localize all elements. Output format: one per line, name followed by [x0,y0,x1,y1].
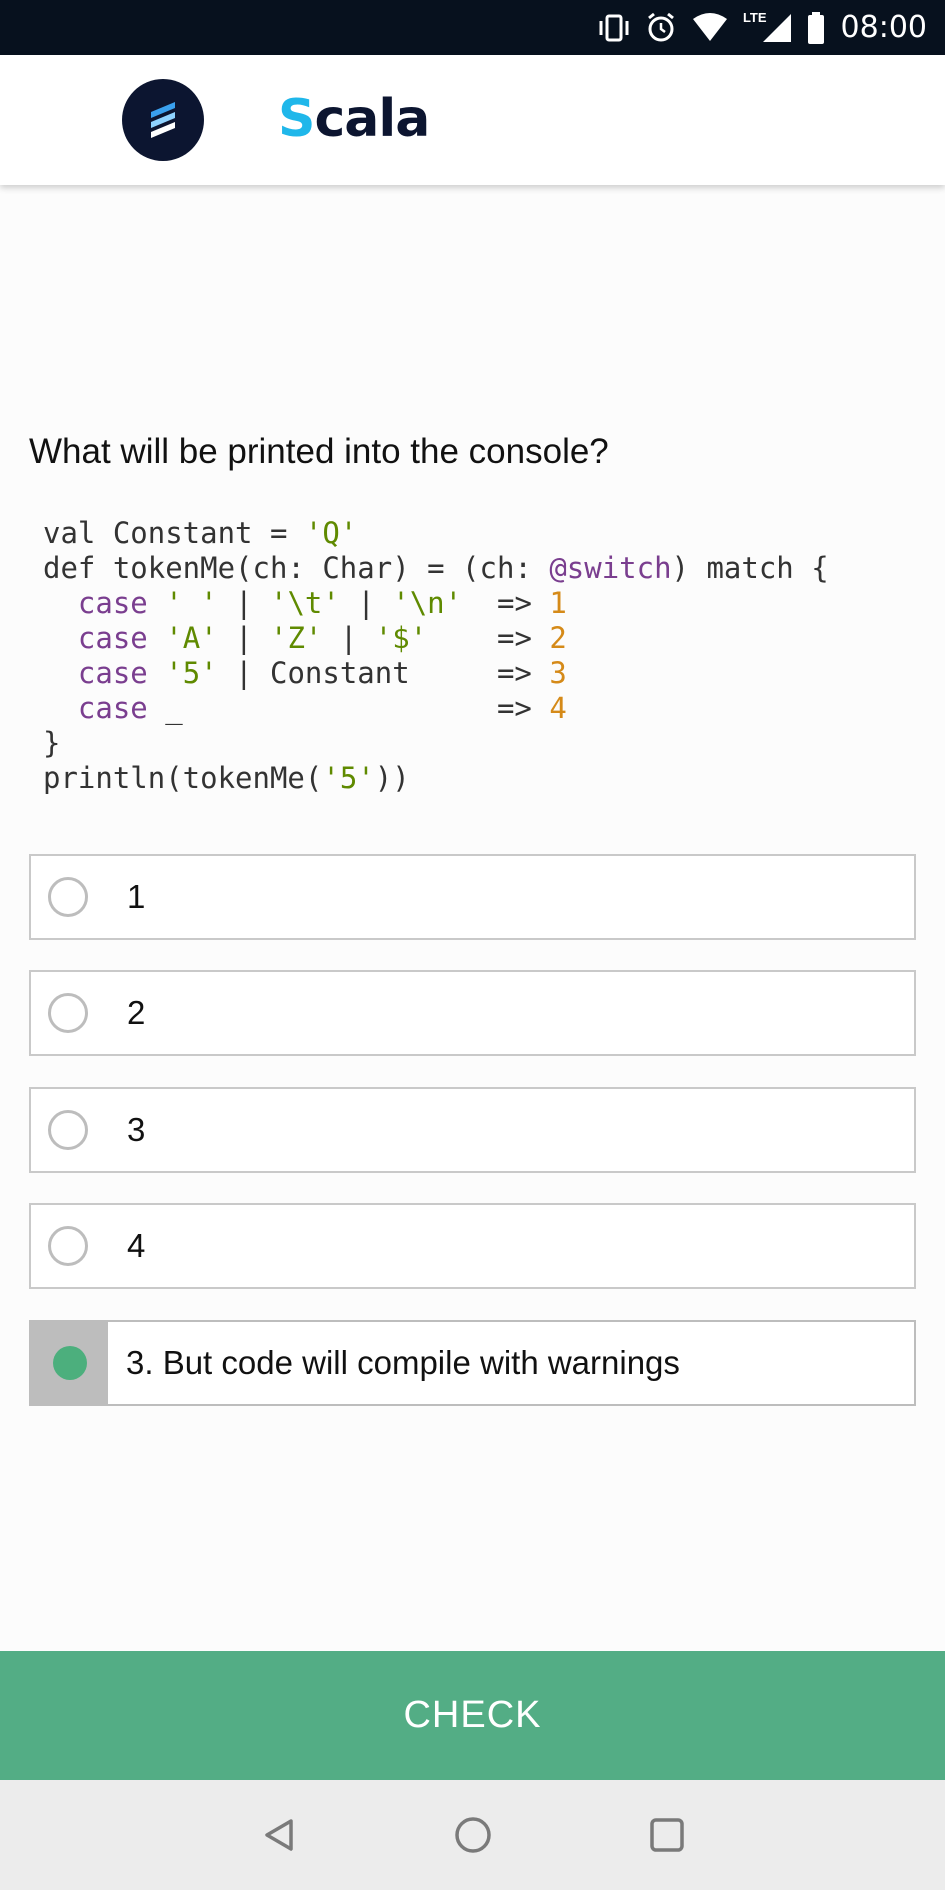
navigation-bar [0,1780,945,1890]
back-icon[interactable] [249,1805,309,1865]
check-button[interactable]: CHECK [0,1651,945,1780]
radio-unchecked-icon[interactable] [48,1110,88,1150]
signal-icon: LTE [742,10,793,44]
option-5-selected[interactable]: 3. But code will compile with warnings [29,1320,916,1406]
question-text: What will be printed into the console? [29,432,609,471]
radio-unchecked-icon[interactable] [48,993,88,1033]
code-line: case _ => 4 [77,691,567,725]
code-line: } [43,726,61,760]
code-line: println(tokenMe('5')) [43,761,410,795]
code-line: val Constant = 'Q' [43,516,358,550]
code-line: case 'A' | 'Z' | '$' => 2 [77,621,567,655]
option-label: 3 [127,1111,146,1148]
code-block: val Constant = 'Q'def tokenMe(ch: Char) … [43,516,829,796]
app-title: Scala [278,89,430,149]
status-time: 08:00 [840,10,927,45]
option-2[interactable]: 2 [29,970,916,1056]
option-label: 3. But code will compile with warnings [126,1344,680,1381]
code-line: def tokenMe(ch: Char) = (ch: @switch) ma… [43,551,829,585]
code-line: case ' ' | '\t' | '\n' => 1 [77,586,567,620]
wifi-icon [691,12,729,43]
radio-unchecked-icon[interactable] [48,1226,88,1266]
alarm-icon [645,12,677,44]
battery-icon [807,11,825,44]
recents-icon[interactable] [637,1805,697,1865]
option-label: 4 [127,1227,146,1264]
home-icon[interactable] [443,1805,503,1865]
vibrate-icon [597,13,631,43]
status-bar: LTE 08:00 [0,0,945,55]
option-label: 2 [127,994,146,1031]
scala-logo-icon [122,79,204,161]
option-1[interactable]: 1 [29,854,916,940]
code-line: case '5' | Constant => 3 [77,656,567,690]
option-label: 1 [127,878,146,915]
option-3[interactable]: 3 [29,1087,916,1173]
radio-checked-icon [52,1346,87,1380]
option-4[interactable]: 4 [29,1203,916,1289]
network-type-label: LTE [742,10,767,25]
selection-strip[interactable] [31,1322,108,1404]
radio-unchecked-icon[interactable] [48,877,88,917]
app-bar: Scala [0,55,945,185]
